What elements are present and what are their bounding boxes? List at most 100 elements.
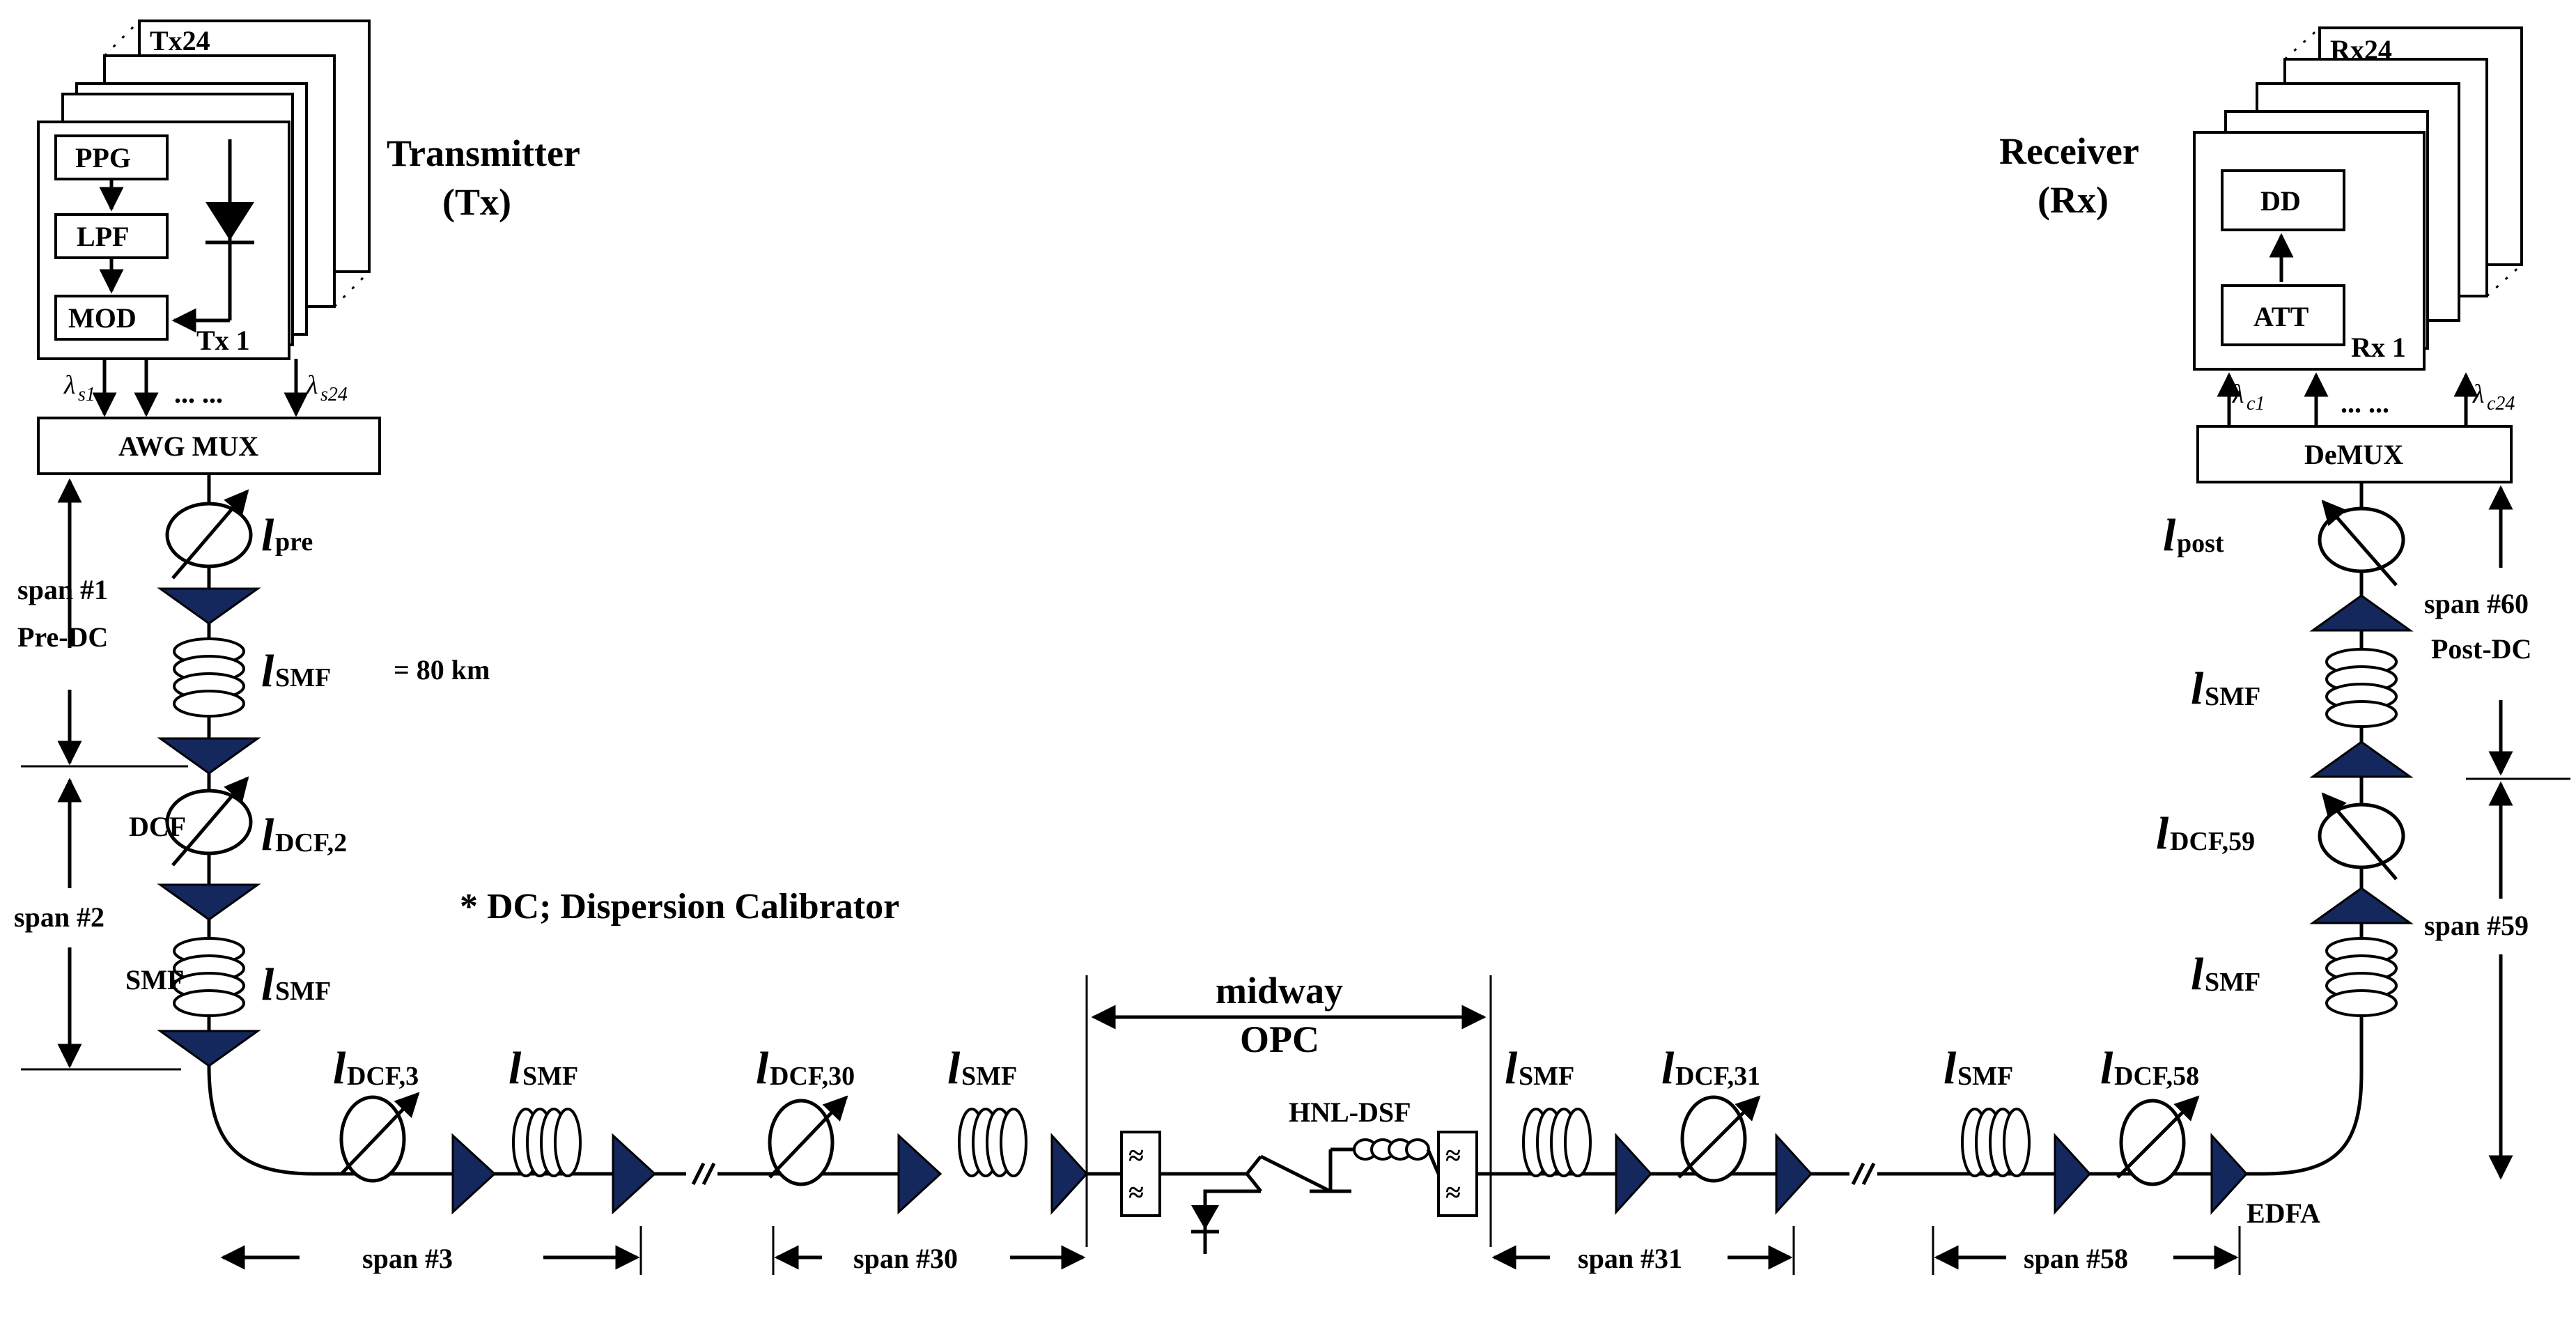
pump-laser-icon	[1191, 1205, 1219, 1230]
l-dcf58: l	[2100, 1043, 2113, 1094]
bandpass-filter-icon	[1120, 1131, 1161, 1217]
right-fiber-chain: l post l SMF l DCF,59 l SMF	[2156, 482, 2414, 1176]
filter-glyph: ≈	[1128, 1140, 1144, 1171]
smf-coil-icon	[958, 1108, 1027, 1177]
smf-length: = 80 km	[394, 654, 490, 685]
l-dcf31: l	[1661, 1043, 1675, 1094]
l-smf-c: l	[1505, 1043, 1518, 1094]
bottom-span-markers: span #3 span #30 span #31 span #58	[220, 1226, 2241, 1275]
receiver-title: Receiver	[1999, 130, 2139, 172]
dd-box	[2221, 169, 2345, 231]
l-smf-b: l	[947, 1043, 961, 1094]
span31-label: span #31	[1578, 1243, 1682, 1274]
l-dcf59: l	[2156, 808, 2169, 859]
bottom-fiber-chain: l DCF,3 l SMF l DCF,30 l SMF ≈ ≈	[333, 1043, 2320, 1254]
tx-dots: ... ...	[174, 378, 223, 409]
amplifier-icon	[1775, 1133, 1813, 1215]
span58-label: span #58	[2024, 1243, 2128, 1274]
demux-label: DeMUX	[2304, 439, 2403, 470]
l-smf2-sub: SMF	[275, 977, 331, 1006]
span2-label: span #2	[14, 901, 104, 933]
midway-opc-markers: midway OPC	[1085, 970, 1492, 1247]
rx24-label: Rx24	[2330, 34, 2392, 65]
smf-coil-icon	[173, 637, 245, 718]
lambda-c24: λ	[2472, 380, 2484, 409]
right-span-markers: span #60 Post-DC span #59	[2424, 485, 2570, 1180]
smf-coil-icon	[1961, 1108, 2031, 1177]
l-smf-a: l	[509, 1043, 522, 1094]
amplifier-icon	[2309, 594, 2414, 632]
smf-label: SMF	[125, 964, 184, 995]
tx1-module: PPG LPF MOD Tx 1	[54, 134, 254, 356]
l-dcf58-sub: DCF,58	[2114, 1062, 2199, 1091]
amplifier-icon	[2309, 887, 2414, 924]
span59-label: span #59	[2424, 910, 2529, 941]
post-dc-variable-icon	[2318, 506, 2405, 573]
smf-coil-icon	[1522, 1108, 1592, 1177]
amplifier-icon	[157, 737, 261, 775]
l-smf: l	[261, 646, 274, 697]
transmitter-subtitle: (Tx)	[442, 181, 511, 223]
midway-label: midway	[1216, 970, 1343, 1012]
amplifier-icon	[451, 1133, 497, 1215]
smf-coil-icon	[512, 1108, 582, 1177]
awg-mux-box	[37, 417, 381, 475]
span1-sub: Pre-DC	[17, 621, 108, 653]
l-smf-c-sub: SMF	[1519, 1062, 1574, 1091]
dd-label: DD	[2260, 185, 2301, 217]
smf-coil-icon	[173, 937, 245, 1017]
span1-label: span #1	[17, 574, 108, 605]
left-fiber-chain: l pre l SMF = 80 km DCF l DCF,2 SMF l SM…	[125, 474, 490, 1176]
amplifier-icon	[2054, 1133, 2092, 1215]
dcf59-variable-icon	[2318, 803, 2405, 869]
l-smf-a-sub: SMF	[522, 1062, 578, 1091]
left-span-markers: span #1 Pre-DC span #2	[14, 478, 188, 1071]
demux-box	[2196, 425, 2513, 483]
l-post: l	[2163, 510, 2176, 561]
lambda-c1-sub: c1	[2247, 393, 2265, 414]
transmitter-title: Transmitter	[387, 132, 580, 174]
r-l-smf-sub: SMF	[2205, 682, 2260, 711]
l-smf-d-sub: SMF	[1957, 1062, 2013, 1091]
l-pre: l	[261, 510, 274, 561]
amplifier-icon	[157, 587, 261, 625]
span60-sub: Post-DC	[2431, 633, 2531, 665]
amplifier-icon	[2309, 741, 2414, 778]
amplifier-icon	[1615, 1133, 1653, 1215]
hnl-dsf-coil-icon	[1353, 1138, 1430, 1161]
dc-note: * DC; Dispersion Calibrator	[460, 887, 899, 927]
opc-label: OPC	[1240, 1018, 1319, 1060]
lambda-c24-sub: c24	[2487, 393, 2515, 414]
rx-wavelength-arrows: λ c1 λ c24 ... ...	[2217, 372, 2515, 426]
edfa-icon	[2210, 1133, 2249, 1215]
l-dcf2-sub: DCF,2	[275, 828, 347, 858]
l-dcf3-sub: DCF,3	[347, 1062, 419, 1091]
rx-dots: ... ...	[2341, 387, 2389, 419]
lambda-s24-sub: s24	[320, 384, 348, 405]
lpf-box	[54, 213, 169, 259]
ppg-label: PPG	[75, 142, 131, 173]
lambda-c1: λ	[2232, 380, 2244, 409]
l-post-sub: post	[2177, 529, 2224, 558]
rx1-module: DD ATT Rx 1	[2221, 169, 2406, 363]
l-smf2: l	[261, 959, 274, 1010]
amplifier-icon	[1050, 1133, 1089, 1215]
r-l-smf2-sub: SMF	[2205, 968, 2260, 997]
span60-label: span #60	[2424, 588, 2529, 619]
span3-label: span #3	[362, 1243, 453, 1274]
l-pre-sub: pre	[275, 527, 313, 557]
amplifier-icon	[157, 1030, 261, 1067]
laser-diode-icon	[205, 202, 254, 240]
r-l-smf: l	[2191, 663, 2204, 714]
lambda-s24: λ	[306, 371, 318, 400]
l-dcf31-sub: DCF,31	[1675, 1062, 1760, 1091]
att-box	[2221, 284, 2345, 346]
filter-glyph: ≈	[1445, 1140, 1461, 1171]
span30-label: span #30	[853, 1243, 958, 1274]
tx-wavelength-arrows: λ s1 λ s24 ... ...	[63, 359, 348, 417]
mod-label: MOD	[68, 302, 137, 334]
receiver-subtitle: (Rx)	[2038, 179, 2109, 221]
r-l-smf2: l	[2191, 949, 2204, 1000]
bandpass-filter-icon	[1437, 1131, 1478, 1217]
